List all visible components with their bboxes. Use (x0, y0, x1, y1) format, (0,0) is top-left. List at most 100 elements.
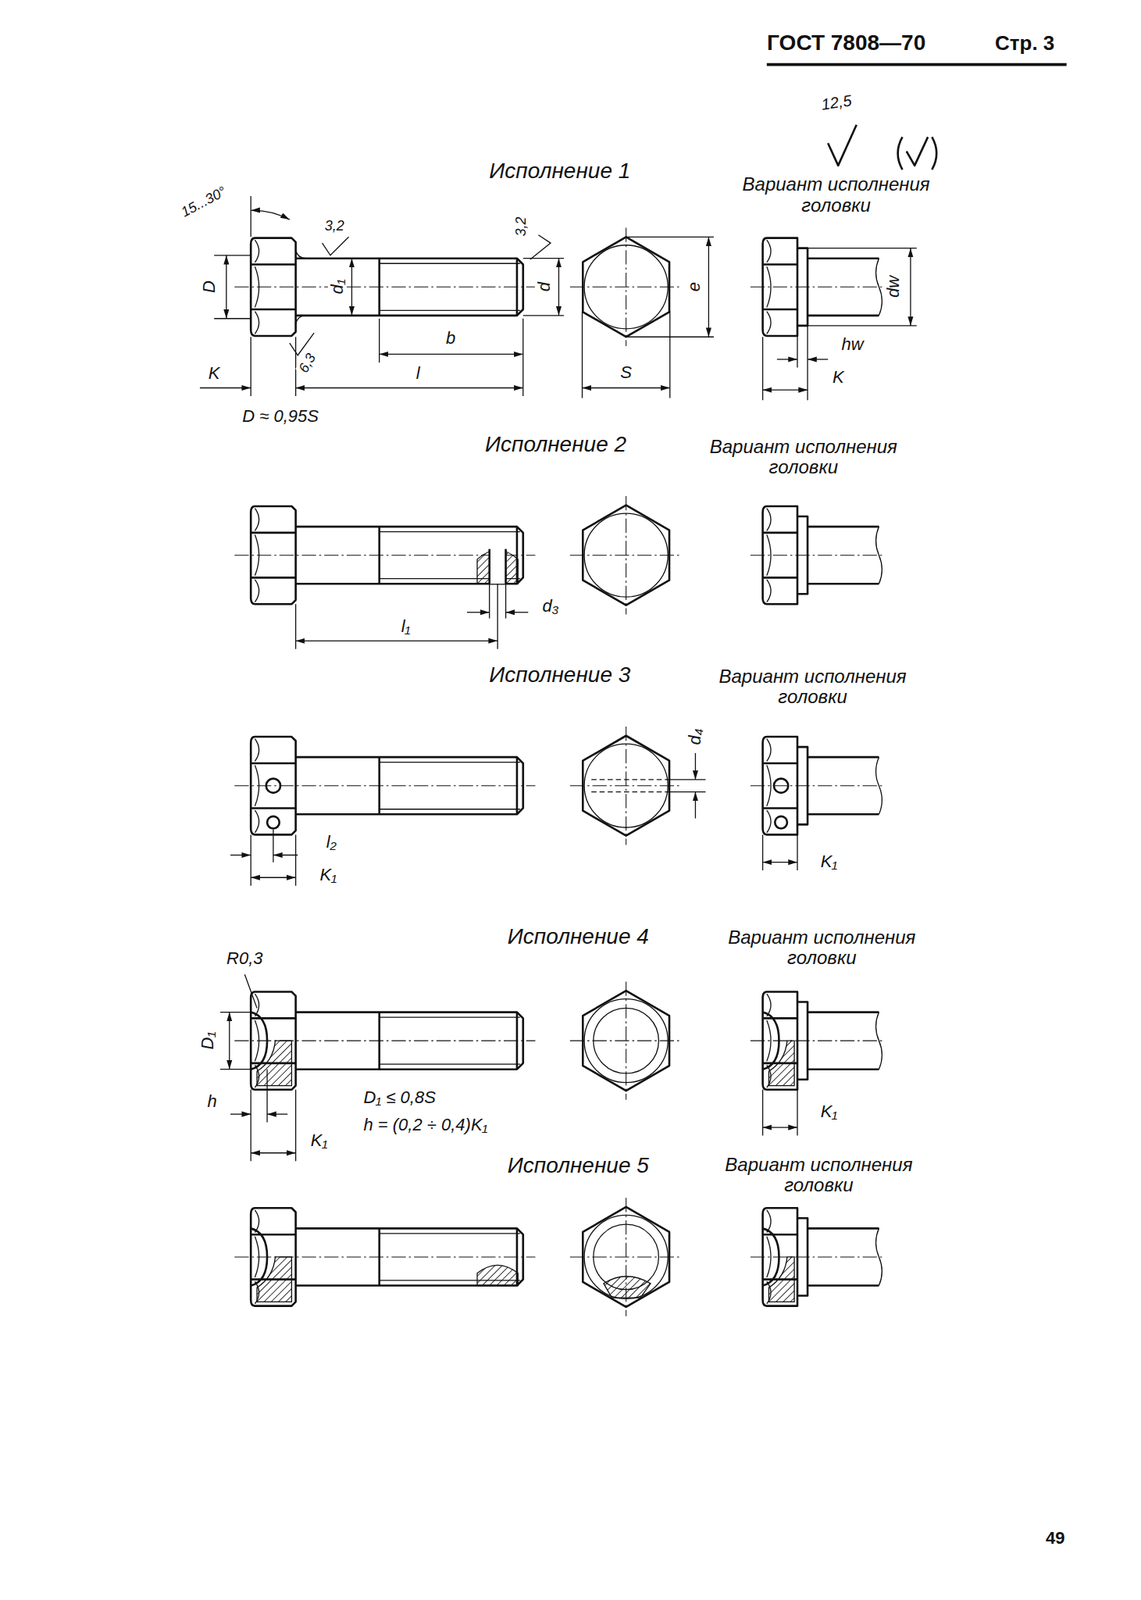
bolt-view (234, 1207, 535, 1306)
roughness-value: 6,3 (295, 349, 321, 377)
bolt-view (750, 506, 884, 604)
view-title: Исполнение 2 (483, 432, 628, 457)
bolt-view (477, 1264, 518, 1285)
bolt-view (570, 228, 683, 346)
roughness-value: 3,2 (323, 218, 346, 235)
dimension-line (763, 1089, 798, 1136)
bolt-view (750, 238, 884, 336)
dimension-line (250, 1069, 296, 1162)
bolt-view (250, 1227, 268, 1285)
dimension-line (250, 196, 252, 237)
bolt-view (750, 1207, 884, 1306)
dimension-line (250, 336, 296, 396)
dimension-line (763, 861, 798, 863)
variant-title: Вариант исполнения головки (703, 1154, 934, 1196)
dimension-line (199, 387, 251, 389)
dimension-label: 15...30° (177, 182, 231, 222)
variant-title: Вариант исполнения головки (688, 436, 919, 478)
roughness-value: 3,2 (514, 214, 531, 238)
view-title: Исполнение 4 (506, 923, 651, 949)
dimension-line (244, 973, 257, 1008)
dimension-label: S (618, 362, 634, 382)
formula-note: D ≈ 0,95S (240, 406, 321, 426)
dimension-label: K₁ (309, 1130, 330, 1150)
formula-note: D₁ ≤ 0,8S (361, 1087, 437, 1107)
dimension-line (199, 196, 917, 400)
header-rule (766, 63, 1067, 67)
roughness-symbol (530, 235, 551, 260)
dimension-label: K₁ (318, 865, 339, 885)
header-rule (766, 64, 1067, 65)
bolt-view (234, 238, 535, 336)
bolt-view (750, 736, 884, 835)
roughness-symbol (906, 136, 928, 166)
dimension-label: R0,3 (224, 948, 264, 968)
dimension-line (225, 255, 227, 319)
dimension-line (379, 353, 524, 355)
bolt-view (750, 991, 884, 1089)
dimension-label: d₄ (685, 726, 705, 746)
bolt-view (234, 736, 535, 835)
dimension-line (228, 1012, 230, 1070)
bolt-view (763, 1227, 780, 1285)
bolt-view (603, 1276, 651, 1298)
dimension-label: D₁ (198, 1029, 218, 1051)
dimension-line (558, 258, 560, 316)
formula-note: h = (0,2 ÷ 0,4)K₁ (361, 1115, 489, 1134)
dimension-line (213, 255, 251, 319)
dimension-label: d₁ (328, 277, 347, 296)
bolt-view (570, 980, 683, 1099)
dimension-line (582, 387, 671, 389)
dimension-line (250, 1151, 296, 1153)
bolt-view (591, 779, 671, 792)
roughness-symbol (827, 124, 857, 166)
dimension-line (250, 877, 296, 878)
dimension-label: l₂ (324, 832, 339, 852)
bolt-view (234, 1197, 883, 1316)
dimension-line (506, 611, 529, 613)
bolt-view (266, 778, 281, 793)
dimension-label: l (414, 363, 422, 383)
dimension-line (909, 248, 911, 326)
dimension-label: K (206, 363, 222, 383)
dimension-label: d (534, 280, 554, 293)
view-title: Исполнение 3 (487, 663, 632, 688)
bolt-view (570, 495, 683, 614)
roughness-value: 12,5 (818, 91, 855, 114)
dimension-label: K₁ (819, 1101, 840, 1121)
bolt-view (593, 1007, 660, 1074)
bolt-view (295, 249, 307, 324)
roughness-symbol (827, 124, 937, 170)
bolt-view (234, 506, 535, 604)
view-title: Исполнение 1 (487, 159, 632, 184)
bolt-view (570, 726, 683, 845)
dimension-line (523, 258, 564, 316)
roughness-symbol (322, 236, 350, 256)
dimension-label: D (199, 278, 219, 295)
dimension-line (695, 752, 696, 780)
bolt-view (763, 1012, 780, 1070)
bolt-view (250, 1012, 268, 1070)
dimension-line (220, 1012, 251, 1070)
variant-title: Вариант исполнения головки (698, 665, 928, 707)
dimension-label: K (830, 367, 846, 387)
dimension-line (250, 829, 296, 886)
dimension-label: l₁ (399, 616, 413, 636)
dimension-line (295, 387, 524, 389)
sheet-header: ГОСТ 7808—70 (765, 30, 928, 55)
page-number: 49 (1044, 1528, 1067, 1548)
dimension-line (295, 640, 499, 642)
dimension-label: e (684, 280, 704, 293)
dimension-line (379, 318, 524, 396)
dimension-line (467, 611, 490, 613)
dimension-line (807, 248, 917, 326)
dimension-label: d₃ (541, 595, 561, 615)
view-title: Исполнение 5 (506, 1153, 651, 1178)
dimension-line (670, 779, 706, 792)
dimension-line (351, 258, 353, 316)
variant-title: Вариант исполнения головки (706, 927, 937, 969)
dimension-line (295, 583, 529, 649)
bolt-view (234, 980, 883, 1099)
